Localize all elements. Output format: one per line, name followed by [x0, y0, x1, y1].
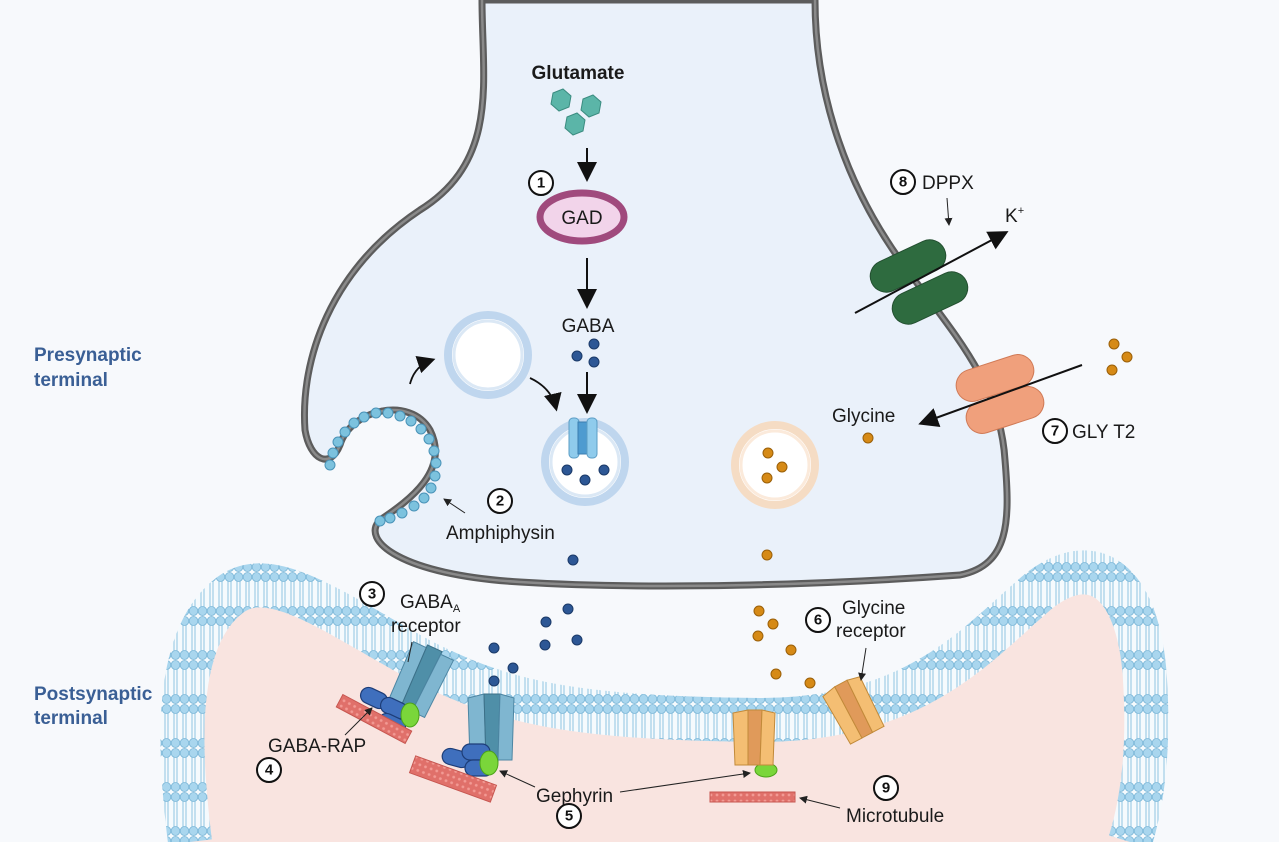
svg-text:9: 9 — [882, 780, 890, 797]
amphiphysin-coat — [324, 407, 442, 527]
presynaptic-terminal — [300, 0, 1011, 590]
glyt2-transporter — [955, 354, 1045, 434]
svg-text:5: 5 — [565, 808, 573, 825]
pointer-microtubule — [799, 795, 841, 809]
svg-text:2: 2 — [496, 493, 504, 510]
gephyrin-1 — [400, 702, 420, 728]
gabaa-receptor-1 — [387, 641, 455, 719]
step-8-badge: 8 — [890, 169, 916, 195]
step-2-badge: 2 — [487, 488, 513, 514]
microtubule-3 — [709, 791, 796, 803]
step-3-badge: 3 — [359, 581, 385, 607]
glutamate-molecules — [550, 88, 602, 136]
pointer-dppx — [944, 197, 953, 226]
glycine-label: Glycine — [832, 406, 895, 427]
glycine-receptor-label-line2: receptor — [836, 621, 906, 642]
arrow-glycine-uptake — [918, 364, 1083, 427]
svg-text:1: 1 — [537, 175, 545, 192]
svg-text:6: 6 — [814, 612, 822, 629]
arrow-k-efflux — [854, 231, 1009, 314]
step-9-badge: 9 — [873, 775, 899, 801]
postsynaptic-label-line2: terminal — [34, 708, 108, 729]
glutamate-label: Glutamate — [532, 63, 625, 84]
pointer-gaba-rap — [344, 707, 373, 736]
dppx-channel — [869, 239, 969, 325]
gaba-label: GABA — [562, 316, 615, 337]
gaba-rap-label: GABA-RAP — [268, 736, 366, 757]
pointer-gabaa — [407, 641, 413, 663]
glycine-vesicle — [731, 421, 819, 509]
pointer-gephyrin-2 — [499, 770, 536, 788]
gephyrin-2 — [479, 750, 499, 776]
glycine-receptor-label-line1: Glycine — [842, 598, 905, 619]
arrow-endocytosis — [409, 356, 436, 385]
pointer-gephyrin-3 — [619, 770, 751, 793]
gad-enzyme — [536, 189, 628, 245]
glycine-receptor-1 — [732, 709, 776, 766]
presynaptic-label-line1: Presynaptic — [34, 345, 142, 366]
gephyrin-label: Gephyrin — [536, 786, 613, 807]
microtubule-label: Microtubule — [846, 806, 944, 827]
postsynaptic-label-line1: Postsynaptic — [34, 684, 153, 705]
gabaa-receptor-label: GABAA — [400, 592, 461, 615]
dppx-label: DPPX — [922, 173, 974, 194]
step-5-badge: 5 — [556, 803, 582, 829]
arrow-vesicle-refill — [529, 377, 562, 412]
step-6-badge: 6 — [805, 607, 831, 633]
k-ion-label: K+ — [1005, 205, 1024, 227]
step-1-badge: 1 — [528, 170, 554, 196]
gad-label: GAD — [561, 208, 602, 229]
empty-vesicle — [444, 311, 532, 399]
svg-text:3: 3 — [368, 586, 376, 603]
amphiphysin-label: Amphiphysin — [446, 523, 555, 544]
postsynaptic-membrane — [160, 550, 1169, 842]
step-7-badge: 7 — [1042, 418, 1068, 444]
microtubule-1 — [335, 693, 413, 745]
svg-text:8: 8 — [899, 174, 907, 191]
vesicular-gaba-transporter — [568, 417, 598, 459]
pointer-amphiphysin — [443, 498, 466, 514]
presynaptic-label-line2: terminal — [34, 370, 108, 391]
glycine-receptor-2 — [822, 676, 885, 745]
svg-text:7: 7 — [1051, 423, 1059, 440]
glyt2-label: GLY T2 — [1072, 422, 1135, 443]
step-4-badge: 4 — [256, 757, 282, 783]
postsynaptic-terminal — [160, 550, 1169, 842]
gabaa-receptor-label-line2: receptor — [391, 616, 461, 637]
glycine-molecules — [752, 338, 1133, 689]
svg-text:4: 4 — [265, 762, 274, 779]
pointer-glycine-receptor — [858, 647, 867, 681]
microtubule-2 — [408, 755, 498, 803]
